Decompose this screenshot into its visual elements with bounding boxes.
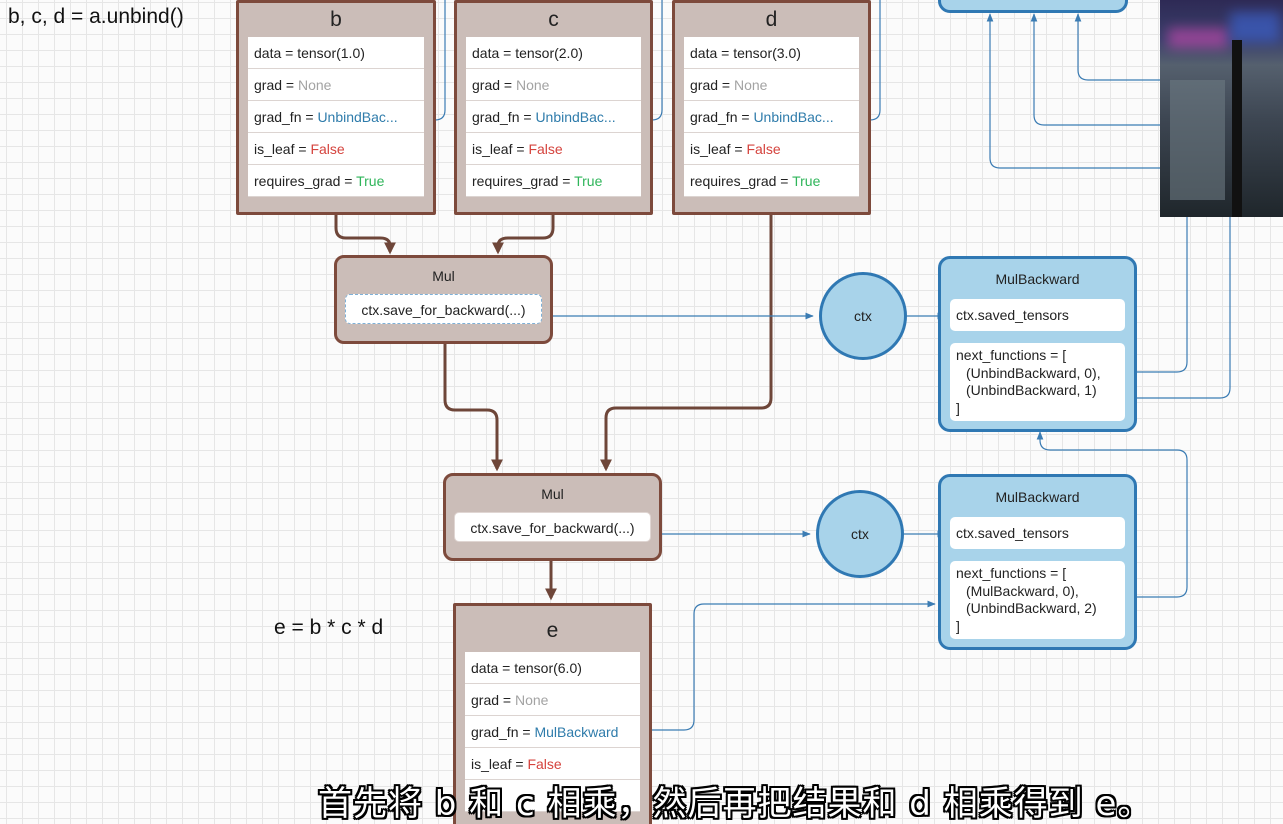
edge-mul1-to-mul2 bbox=[443, 344, 503, 472]
next-functions-field: next_functions = [ (UnbindBackward, 0), … bbox=[950, 343, 1125, 421]
mul-code-label: e = b * c * d bbox=[274, 616, 384, 639]
ctx-node-2[interactable]: ctx bbox=[816, 490, 904, 578]
tensor-e-title: e bbox=[546, 619, 559, 642]
tensor-b-title: b bbox=[330, 8, 342, 31]
tensor-field-is-leaf: is_leaf = False bbox=[466, 133, 641, 165]
tensor-c[interactable]: c data = tensor(2.0) grad = None grad_fn… bbox=[454, 0, 653, 215]
mul-backward-node-2[interactable]: MulBackward ctx.saved_tensors next_funct… bbox=[938, 474, 1137, 650]
mul-op-title: Mul bbox=[432, 268, 455, 284]
mul-op-2[interactable]: Mul ctx.save_for_backward(...) bbox=[443, 473, 662, 561]
tensor-field-is-leaf: is_leaf = False bbox=[684, 133, 859, 165]
tensor-field-grad: grad = None bbox=[465, 684, 640, 716]
tensor-field-grad-fn: grad_fn = UnbindBac... bbox=[466, 101, 641, 133]
tensor-field-grad-fn: grad_fn = UnbindBac... bbox=[248, 101, 424, 133]
tensor-field-partial bbox=[465, 780, 640, 812]
edge-unbind-top-1 bbox=[986, 13, 1160, 169]
mul-op-title: Mul bbox=[541, 486, 564, 502]
edge-b-to-mul1 bbox=[334, 213, 396, 255]
video-subtitle: 首先将 b 和 c 相乘，然后再把结果和 d 相乘得到 e。 bbox=[318, 784, 1153, 824]
tensor-field-data: data = tensor(3.0) bbox=[684, 37, 859, 69]
tensor-b[interactable]: b data = tensor(1.0) grad = None grad_fn… bbox=[236, 0, 436, 215]
tensor-field-data: data = tensor(2.0) bbox=[466, 37, 641, 69]
ctx-node-1[interactable]: ctx bbox=[819, 272, 907, 360]
tensor-field-is-leaf: is_leaf = False bbox=[248, 133, 424, 165]
tensor-field-grad-fn: grad_fn = UnbindBac... bbox=[684, 101, 859, 133]
tensor-field-is-leaf: is_leaf = False bbox=[465, 748, 640, 780]
tensor-field-requires-grad: requires_grad = True bbox=[684, 165, 859, 197]
tensor-field-grad: grad = None bbox=[248, 69, 424, 101]
tensor-b-fields: data = tensor(1.0) grad = None grad_fn =… bbox=[248, 37, 424, 197]
tensor-field-data: data = tensor(6.0) bbox=[465, 652, 640, 684]
edge-backward2-next-to-backward1 bbox=[1036, 431, 1188, 598]
save-for-backward-call[interactable]: ctx.save_for_backward(...) bbox=[345, 294, 542, 324]
tensor-d-fields: data = tensor(3.0) grad = None grad_fn =… bbox=[684, 37, 859, 197]
tensor-field-requires-grad: requires_grad = True bbox=[466, 165, 641, 197]
tensor-c-title: c bbox=[548, 8, 559, 31]
tensor-field-grad: grad = None bbox=[684, 69, 859, 101]
edge-e-gradfn-to-backward2 bbox=[632, 600, 936, 731]
saved-tensors-field: ctx.saved_tensors bbox=[950, 517, 1125, 549]
backward-node-title: MulBackward bbox=[995, 271, 1080, 287]
tensor-c-fields: data = tensor(2.0) grad = None grad_fn =… bbox=[466, 37, 641, 197]
tensor-field-grad: grad = None bbox=[466, 69, 641, 101]
edge-backward1-next0-up bbox=[1136, 210, 1188, 373]
save-for-backward-call[interactable]: ctx.save_for_backward(...) bbox=[454, 512, 651, 542]
tensor-field-grad-fn: grad_fn = MulBackward bbox=[465, 716, 640, 748]
tensor-d-title: d bbox=[765, 8, 778, 31]
webcam-overlay bbox=[1160, 0, 1283, 217]
unbind-backward-node-partial bbox=[938, 0, 1128, 13]
mul-backward-node-1[interactable]: MulBackward ctx.saved_tensors next_funct… bbox=[938, 256, 1137, 432]
saved-tensors-field: ctx.saved_tensors bbox=[950, 299, 1125, 331]
backward-node-title: MulBackward bbox=[995, 489, 1080, 505]
tensor-field-requires-grad: requires_grad = True bbox=[248, 165, 424, 197]
unbind-code-label: b, c, d = a.unbind() bbox=[8, 5, 184, 28]
tensor-e-fields: data = tensor(6.0) grad = None grad_fn =… bbox=[465, 652, 640, 812]
tensor-field-data: data = tensor(1.0) bbox=[248, 37, 424, 69]
edge-d-to-mul2 bbox=[600, 215, 773, 472]
tensor-e[interactable]: e data = tensor(6.0) grad = None grad_fn… bbox=[453, 603, 652, 824]
next-functions-field: next_functions = [ (MulBackward, 0), (Un… bbox=[950, 561, 1125, 639]
edge-backward1-next1-up bbox=[1136, 210, 1231, 399]
edge-unbind-top-3 bbox=[1074, 13, 1160, 81]
tensor-d[interactable]: d data = tensor(3.0) grad = None grad_fn… bbox=[672, 0, 871, 215]
edge-unbind-top-2 bbox=[1030, 13, 1160, 126]
edge-c-to-mul1 bbox=[492, 213, 555, 255]
mul-op-1[interactable]: Mul ctx.save_for_backward(...) bbox=[334, 255, 553, 344]
